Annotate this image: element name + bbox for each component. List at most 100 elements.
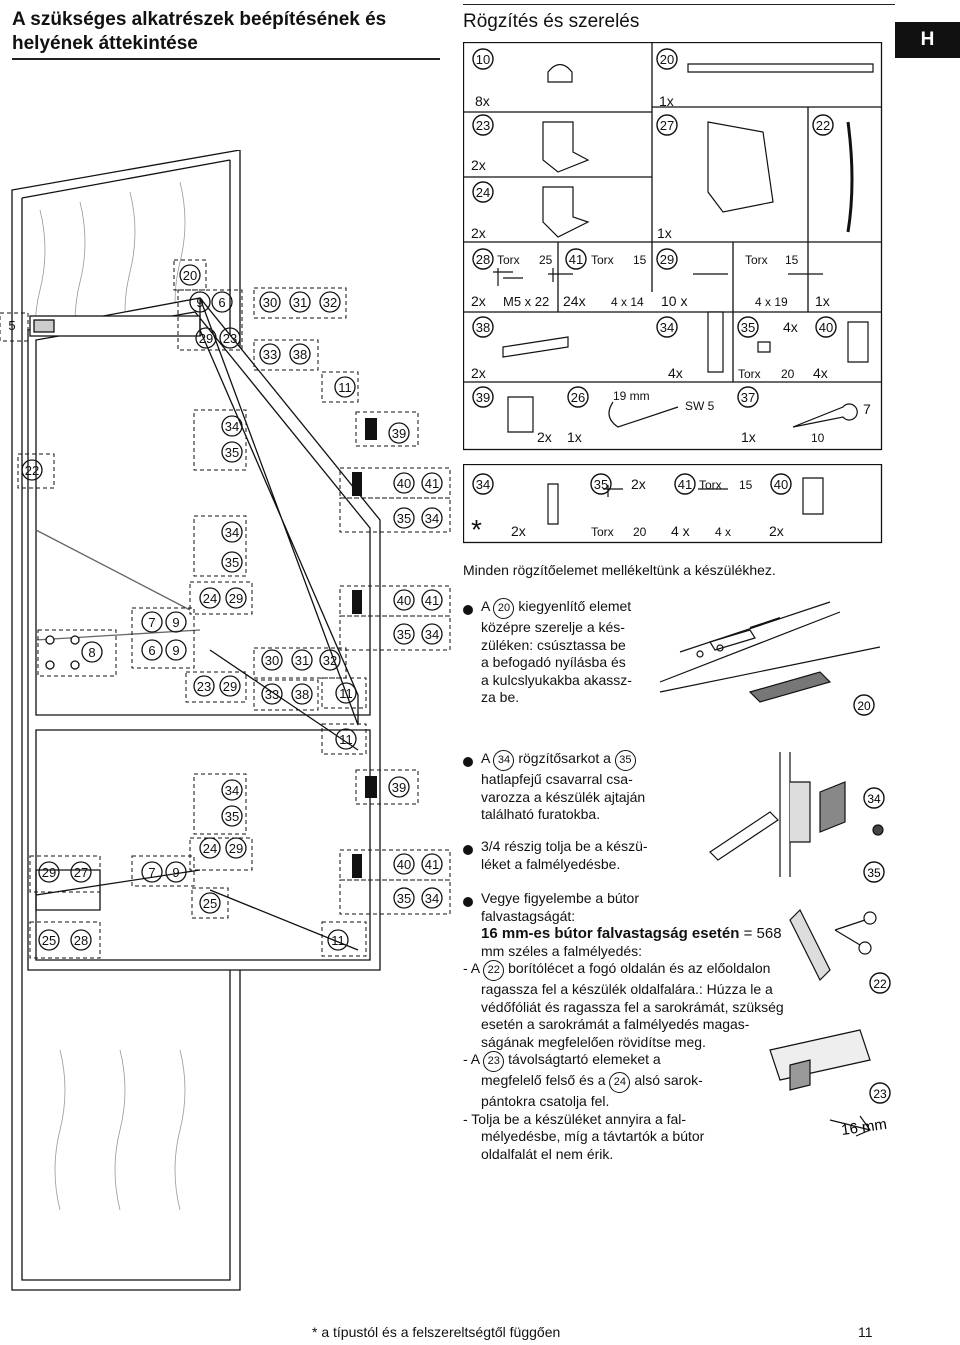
overview-label-11: 11 xyxy=(339,732,353,747)
qty-10x: 10 x xyxy=(661,293,687,309)
overview-label-35: 35 xyxy=(397,627,411,642)
overview-label-39: 39 xyxy=(392,426,406,441)
overview-label-31: 31 xyxy=(295,653,309,668)
ref-35: 35 xyxy=(614,750,636,771)
torx-label: Torx xyxy=(591,253,614,267)
part-num-23: 23 xyxy=(476,118,490,133)
fig-label-16mm: 16 mm xyxy=(840,1116,888,1139)
overview-label-41: 41 xyxy=(425,476,439,491)
part-num-28: 28 xyxy=(476,252,490,267)
fig-label-34: 34 xyxy=(867,792,881,806)
torx-label: Torx xyxy=(497,253,520,267)
overview-label-29: 29 xyxy=(199,331,213,346)
screw-dim: 4 x 14 xyxy=(611,295,644,309)
opt-num-35: 35 xyxy=(594,477,608,492)
qty-2x: 2x xyxy=(769,523,784,539)
ref-22: 22 xyxy=(483,960,505,981)
screw-dim: 4 x 19 xyxy=(755,295,788,309)
part-num-38: 38 xyxy=(476,320,490,335)
overview-label-34: 34 xyxy=(425,891,439,906)
bullet xyxy=(463,897,473,907)
bullet xyxy=(463,605,473,615)
ref-34: 34 xyxy=(493,750,515,771)
ref-23: 23 xyxy=(483,1051,505,1072)
label-10: 10 xyxy=(811,431,825,445)
qty-4x: 4x xyxy=(813,365,828,381)
fig-label-35: 35 xyxy=(867,866,881,880)
overview-label-41: 41 xyxy=(425,593,439,608)
overview-label-29: 29 xyxy=(223,679,237,694)
overview-label-25: 25 xyxy=(203,896,217,911)
torx-size: 15 xyxy=(739,478,753,492)
instruction-4-details: - A 22 borítólécet a fogó oldalán és az … xyxy=(463,960,784,1162)
part-num-26: 26 xyxy=(571,390,585,405)
section-title: Rögzítés és szerelés xyxy=(463,11,640,32)
overview-label-39: 39 xyxy=(392,780,406,795)
appliance-overview-drawing: 20 9 6 30 31 32 5 29 23 33 38 11 34 39 3… xyxy=(0,150,451,1291)
overview-label-6: 6 xyxy=(218,295,225,310)
qty-8x: 8x xyxy=(475,93,490,109)
qty-2x: 2x xyxy=(511,523,526,539)
part-num-41: 41 xyxy=(569,252,583,267)
overview-label-29: 29 xyxy=(229,841,243,856)
overview-label-35: 35 xyxy=(225,555,239,570)
part-num-39: 39 xyxy=(476,390,490,405)
overview-label-28: 28 xyxy=(74,933,88,948)
overview-label-22: 22 xyxy=(25,463,39,478)
overview-label-34: 34 xyxy=(425,511,439,526)
torx-label: Torx xyxy=(591,525,614,539)
overview-label-29: 29 xyxy=(42,865,56,880)
part-num-10: 10 xyxy=(476,52,490,67)
qty-1x: 1x xyxy=(741,429,756,445)
corner-fixing-figure: 34 35 xyxy=(709,752,885,883)
language-tab: H xyxy=(895,22,960,58)
instruction-2: A 34 rögzítősarkot a 35 hatlapfejű csava… xyxy=(481,750,646,822)
overview-label-35: 35 xyxy=(397,511,411,526)
overview-label-33: 33 xyxy=(263,347,277,362)
section-rule xyxy=(463,4,895,5)
qty-4x: 4 x xyxy=(671,523,690,539)
overview-label-11: 11 xyxy=(331,933,345,948)
overview-label-34: 34 xyxy=(425,627,439,642)
overview-label-23: 23 xyxy=(197,679,211,694)
overview-label-20: 20 xyxy=(183,268,197,283)
overview-label-30: 30 xyxy=(263,295,277,310)
qty-2x: 2x xyxy=(631,476,646,492)
part-num-29: 29 xyxy=(660,252,674,267)
qty-2x: 2x xyxy=(471,225,486,241)
qty-2x: 2x xyxy=(471,157,486,173)
overview-label-9: 9 xyxy=(172,865,179,880)
part-num-24: 24 xyxy=(476,185,490,200)
fig-label-20: 20 xyxy=(857,699,871,713)
part-num-27: 27 xyxy=(660,118,674,133)
qty-24x: 24x xyxy=(563,293,586,309)
qty-1x: 1x xyxy=(657,225,672,241)
opt-num-41: 41 xyxy=(678,477,692,492)
overview-label-33: 33 xyxy=(265,687,279,702)
torx-label: Torx xyxy=(699,478,722,492)
overview-label-38: 38 xyxy=(295,687,309,702)
qty-4x: 4x xyxy=(668,365,683,381)
torx-size: 15 xyxy=(785,253,799,267)
overview-label-34: 34 xyxy=(225,783,239,798)
screw-dim: 4 x xyxy=(715,525,731,539)
leveling-element-figure: 20 xyxy=(659,601,881,716)
overview-label-40: 40 xyxy=(397,476,411,491)
overview-label-6: 6 xyxy=(148,643,155,658)
part-num-22: 22 xyxy=(816,118,830,133)
overview-label-9: 9 xyxy=(172,615,179,630)
overview-label-34: 34 xyxy=(225,419,239,434)
fig-label-23: 23 xyxy=(873,1087,887,1101)
screw-m5: M5 x 22 xyxy=(503,294,549,309)
instruction-1: A 20 kiegyenlítő elemet középre szerelje… xyxy=(481,598,632,705)
torx-size: 25 xyxy=(539,253,553,267)
ref-20: 20 xyxy=(493,598,515,619)
overview-label-40: 40 xyxy=(397,593,411,608)
overview-label-9: 9 xyxy=(196,295,203,310)
title-rule xyxy=(12,58,440,60)
overview-label-27: 27 xyxy=(74,865,88,880)
overview-label-8: 8 xyxy=(88,645,95,660)
optional-star: * xyxy=(471,514,482,544)
overview-label-7: 7 xyxy=(148,865,155,880)
parts-table: 10 20 23 27 22 24 28 41 29 38 34 35 40 3… xyxy=(463,42,883,451)
